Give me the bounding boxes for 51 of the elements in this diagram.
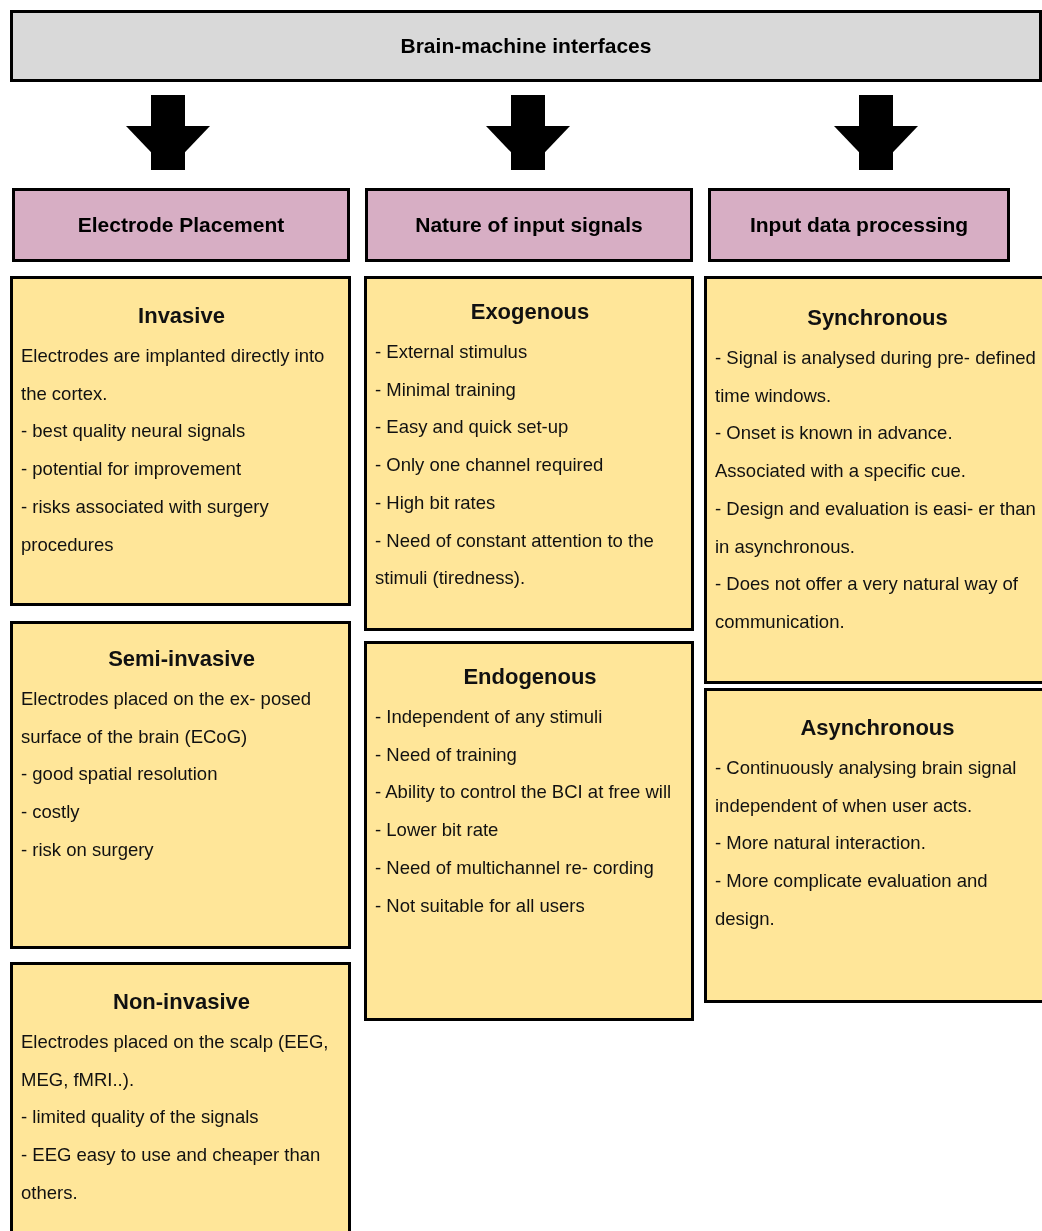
card-heading: Endogenous: [462, 663, 598, 691]
card-text: - Not suitable for all users: [375, 893, 586, 918]
block-arrow: [126, 95, 210, 170]
card-text: - best quality neural signals: [21, 419, 247, 444]
card-text: - Minimal training: [375, 377, 517, 402]
card-text: - Need of training: [375, 742, 518, 767]
card-text: - EEG easy to use and cheaper than others.: [21, 1143, 322, 1205]
card-heading: Synchronous: [806, 304, 949, 332]
card-text: - More natural interaction.: [715, 831, 927, 856]
card-heading: Semi-invasive: [107, 645, 256, 673]
info-card: [704, 688, 1042, 1003]
card-text: - Need of multichannel re- cording: [375, 855, 655, 880]
card-heading: Exogenous: [469, 298, 591, 326]
category-header: Electrode Placement: [12, 188, 350, 262]
info-card: [364, 641, 694, 1021]
card-text: Electrodes are implanted directly into the cortex.: [21, 344, 326, 406]
card-text: Electrodes placed on the scalp (EEG, MEG, fMRI..).: [21, 1030, 330, 1092]
card-heading: Asynchronous: [799, 714, 956, 742]
card-text: - costly: [21, 800, 81, 825]
card-text: - risk on surgery: [21, 837, 155, 862]
card-text: - Signal is analysed during pre- defined time windows.: [715, 346, 1037, 408]
card-text: - Design and evaluation is easi- er than in asynchronous.: [715, 496, 1037, 559]
info-card: [10, 621, 351, 949]
card-text: - External stimulus: [375, 340, 529, 364]
card-text: - good spatial resolution: [21, 762, 219, 787]
info-card: [364, 276, 694, 631]
info-card: [10, 962, 351, 1231]
card-text: - limited quality of the signals: [21, 1105, 260, 1130]
card-text: - Lower bit rate: [375, 818, 500, 843]
card-text: - potential for improvement: [21, 457, 243, 482]
card-text: - risks associated with surgery procedures: [21, 494, 270, 557]
block-arrow: [486, 95, 570, 170]
info-card: [10, 276, 351, 606]
card-text: - Onset is known in advance. Associated with a specific cue.: [715, 421, 967, 484]
card-text: - Only one channel required: [375, 453, 605, 478]
card-text: - High bit rates: [375, 490, 497, 515]
card-text: - Easy and quick set-up: [375, 415, 570, 440]
card-text: Electrodes placed on the ex- posed surface of the brain (ECoG): [21, 687, 313, 749]
card-text: - More complicate evaluation and design.: [715, 869, 989, 931]
category-header: Input data processing: [708, 188, 1010, 262]
card-text: - Does not offer a very natural way of communication.: [715, 572, 1019, 634]
title-box: Brain-machine interfaces: [10, 10, 1042, 82]
card-heading: Non-invasive: [112, 988, 251, 1016]
card-text: - Need of constant attention to the stimuli (tiredness).: [375, 528, 655, 591]
block-arrow: [834, 95, 918, 170]
info-card: [704, 276, 1042, 684]
category-header: Nature of input signals: [365, 188, 693, 262]
card-text: - Continuously analysing brain signal independent of when user acts.: [715, 756, 1018, 818]
card-text: - Ability to control the BCI at free will: [375, 780, 673, 805]
card-heading: Invasive: [137, 302, 226, 330]
card-text: - Independent of any stimuli: [375, 705, 604, 729]
